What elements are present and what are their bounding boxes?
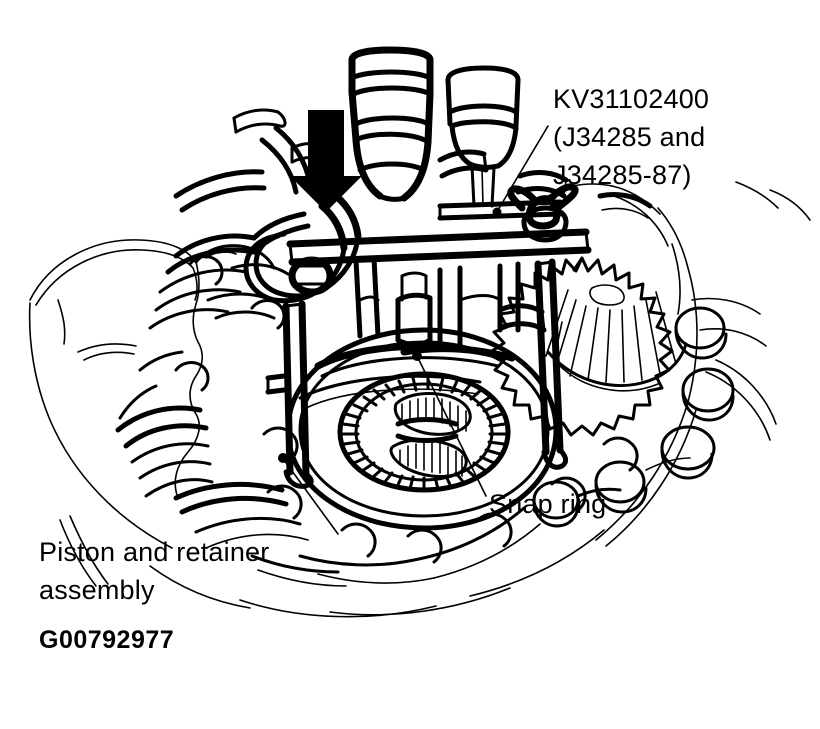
piston-retainer-assembly xyxy=(285,327,559,531)
press-direction-arrow xyxy=(290,110,362,212)
gear-radial-lines xyxy=(545,289,677,383)
leader-tool xyxy=(497,125,549,211)
case-inner-structure xyxy=(115,211,541,587)
figure-id: G00792977 xyxy=(39,626,175,654)
special-tool-label: KV31102400 (J34285 and J34285-87) xyxy=(553,84,710,190)
pivot-bolt-head xyxy=(288,256,334,296)
special-tool xyxy=(243,46,592,489)
bolt-boss-group-right xyxy=(532,306,735,528)
leader-snapring xyxy=(417,357,487,497)
piston-and-retainer-label: Piston and retainer assembly xyxy=(39,537,270,605)
snap-ring-label: Snap ring xyxy=(489,489,607,519)
drive-gear xyxy=(490,256,688,437)
tool-screw-top xyxy=(348,46,434,64)
splined-hub xyxy=(389,392,472,478)
leader-snapring-dot xyxy=(412,351,422,361)
leader-lines xyxy=(278,125,549,535)
leader-piston xyxy=(283,459,339,535)
bearing-needle-marks xyxy=(340,374,508,492)
leader-piston-dot xyxy=(278,453,288,463)
leader-tool-dot xyxy=(492,207,502,217)
